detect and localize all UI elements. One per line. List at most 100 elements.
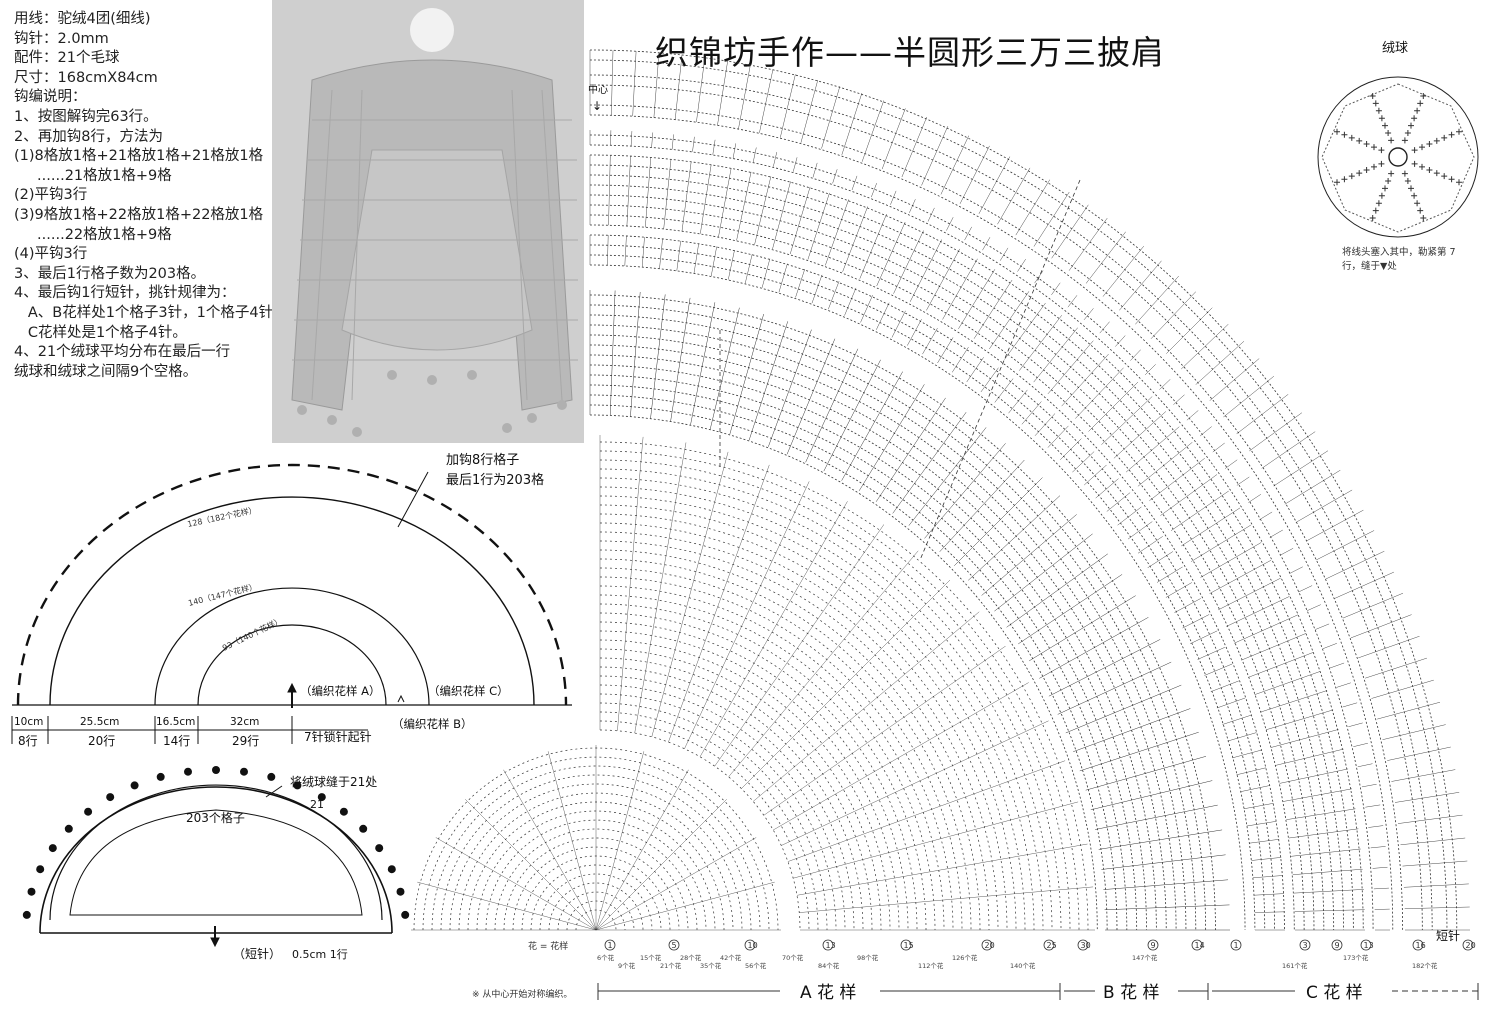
stitch-mark: [1411, 192, 1418, 199]
stitch-mark: [1341, 176, 1348, 183]
chart-row-arc: [589, 314, 1197, 931]
chart-spoke: [1275, 748, 1344, 766]
chart-spoke: [828, 281, 840, 310]
chart-row-arc: [589, 114, 1394, 931]
chart-spoke: [1117, 506, 1142, 526]
chart-row-arc: [599, 639, 891, 931]
chart-row-arc: [589, 59, 1448, 931]
dim-rows-4: 29行: [232, 734, 259, 748]
chart-spoke: [1106, 492, 1131, 512]
center-label: 中心: [588, 83, 608, 96]
chart-spoke: [1197, 647, 1225, 660]
stitch-mark: [1378, 115, 1385, 122]
chart-spoke: [1212, 442, 1225, 453]
chart-spoke: [1125, 426, 1180, 473]
chart-spoke: [1195, 341, 1245, 385]
chart-spoke: [1252, 875, 1283, 879]
row-number-circle: [1147, 939, 1159, 951]
pompom-dot: [396, 887, 405, 896]
chart-spoke: [1073, 708, 1191, 752]
chart-spoke: [1284, 470, 1341, 505]
row-number: 5: [672, 941, 677, 950]
chart-spoke: [1017, 258, 1026, 272]
chart-spoke: [1039, 617, 1149, 679]
pompom-diagram: 绒球 将线头塞入其中，勒紧第 7 行，缝于▼处: [1317, 41, 1479, 272]
chart-spoke: [966, 357, 984, 383]
instruction-line: 2、再加钩8行，方法为: [14, 128, 163, 145]
stitch-mark: [1401, 137, 1408, 144]
chart-spoke: [1358, 635, 1420, 659]
chart-row-arc: [589, 234, 1275, 931]
chart-spoke: [1307, 604, 1321, 611]
chart-spoke: [800, 79, 819, 143]
pattern-c-label: （编织花样 C）: [428, 684, 509, 698]
pompom-dot: [106, 793, 115, 802]
row-number: 14: [1195, 941, 1205, 950]
chart-spoke: [630, 291, 641, 417]
chart-spoke: [595, 799, 727, 931]
row-number: 15: [904, 941, 914, 950]
chart-spoke: [738, 64, 751, 129]
chart-spoke: [1104, 904, 1230, 911]
stitch-mark: [1341, 131, 1348, 138]
chart-spoke: [1254, 671, 1321, 695]
chart-spoke: [1373, 887, 1389, 890]
row-note: 147个花: [1132, 953, 1158, 962]
chart-spoke: [1334, 571, 1394, 599]
chart-spoke: [994, 533, 1093, 612]
chart-spoke: [671, 134, 674, 150]
chart-spoke: [1289, 566, 1303, 574]
chart-spoke: [1370, 846, 1386, 849]
chart-spoke: [1190, 630, 1218, 644]
chart-spoke: [964, 226, 972, 241]
chart-spoke: [732, 143, 737, 159]
dim-rows-3: 14行: [163, 734, 190, 748]
chart-spoke: [825, 199, 849, 266]
stitch-mark: [1356, 137, 1363, 144]
chart-row-arc: [599, 522, 1008, 931]
chart-spoke: [811, 274, 823, 304]
pompom-dot: [22, 910, 31, 919]
chart-spoke: [1137, 536, 1163, 554]
chart-spoke: [1233, 614, 1299, 644]
chart-spoke: [1047, 425, 1069, 448]
chart-spoke: [1269, 529, 1283, 538]
chart-row-arc: [589, 304, 1207, 931]
chart-spoke: [609, 290, 616, 416]
chart-spoke: [1357, 763, 1373, 768]
pompom-dot: [401, 910, 410, 919]
chart-spoke: [1174, 598, 1201, 613]
section-a-label: A 花 样: [800, 983, 856, 1003]
chart-spoke: [1270, 729, 1339, 748]
chart-spoke: [1021, 401, 1042, 425]
chart-spoke: [617, 436, 644, 731]
chart-spoke: [728, 550, 919, 777]
chart-spoke: [1249, 839, 1280, 844]
row-note: 35个花: [700, 961, 722, 970]
pompom-dot: [184, 767, 192, 776]
chart-spoke: [1034, 413, 1056, 436]
stitch-mark: [1334, 179, 1340, 186]
chart-spoke: [1156, 566, 1183, 583]
row-note: 42个花: [720, 953, 742, 962]
chart-spoke: [435, 837, 597, 931]
chart-spoke: [1227, 732, 1257, 742]
chart-spoke: [861, 100, 885, 162]
chart-spoke: [645, 157, 652, 228]
row-number-circle: [822, 939, 834, 951]
chart-spoke: [1254, 911, 1285, 913]
dim-cm-2: 25.5cm: [80, 716, 119, 728]
shawl-photo: [272, 0, 584, 443]
pompom-note-2: 行，缝于▼处: [1342, 260, 1397, 272]
chart-spoke: [1130, 349, 1141, 361]
row-number: 20: [985, 941, 995, 950]
stitch-mark: [1411, 147, 1418, 154]
chart-spoke: [611, 50, 614, 116]
chart-spoke: [1209, 358, 1260, 401]
chart-spoke: [1353, 742, 1368, 747]
chart-spoke: [1028, 595, 1136, 662]
instruction-line: 1、按图解钩完63行。: [14, 108, 158, 125]
pompom-count: 21: [310, 798, 324, 811]
chart-spoke: [1294, 909, 1365, 912]
chart-spoke: [1190, 524, 1251, 562]
